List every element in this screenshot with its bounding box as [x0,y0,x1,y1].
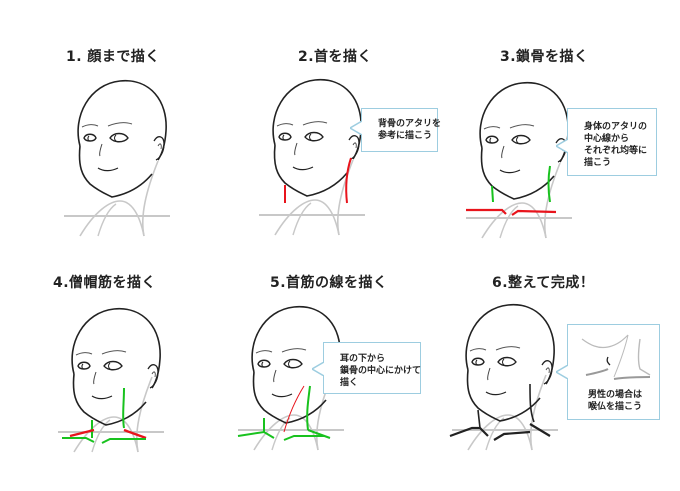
callout-line: 耳の下から [340,354,386,364]
step-5-title: 5.首筋の線を描く [270,275,388,291]
step-2-callout: 背骨のアタリを 参考に描こう [350,108,442,152]
step-6-callout: 男性の場合は 喉仏を描こう [556,324,660,420]
callout-line: 中心線から [584,134,630,144]
step-5-figure [237,305,345,451]
clavicle-right [511,209,557,216]
step-1-title: 1. 顔まで描く [66,49,160,65]
callout-line: 参考に描こう [378,131,433,141]
step-3-title: 3.鎖骨を描く [500,49,589,65]
callout-line: 鎖骨の中心にかけて [340,366,422,376]
step-3-callout: 身体のアタリの 中心線から それぞれ均等に 描こう [556,108,657,176]
trapezius-left [69,428,95,438]
neck-line-back [345,157,352,204]
step-2-figure [258,78,366,236]
neck-line-back [547,165,551,203]
adams-apple-icon [606,356,611,366]
sternocleidomastoid-line [283,385,305,433]
callout-tail-icon [350,121,362,135]
clavicle-left [466,208,507,215]
step-1-figure [63,79,171,237]
step-6-title: 6.整えて完成！ [492,275,595,291]
step-4-title: 4.僧帽筋を描く [53,275,157,291]
step-3-figure [465,81,573,239]
step-5-callout: 耳の下から 鎖骨の中心にかけて 描く [312,342,422,394]
step-6-figure [449,303,559,451]
step-2-title: 2.首を描く [298,49,373,65]
callout-tail-icon [556,365,568,379]
callout-line: 身体のアタリの [584,122,648,132]
callout-line: 描こう [584,158,612,168]
step-4-figure [57,307,165,453]
neck-line-front [491,185,494,203]
callout-line: 喉仏を描こう [588,402,643,412]
adams-apple-closeup-illustration [581,334,651,380]
callout-line: それぞれ均等に [584,146,648,156]
callout-line: 描く [340,378,359,388]
callout-line: 男性の場合は [588,390,643,400]
callout-tail-icon [312,362,324,376]
callout-line: 背骨のアタリを [378,119,442,129]
trapezius-right [123,428,147,440]
callout-tail-icon [556,139,568,153]
